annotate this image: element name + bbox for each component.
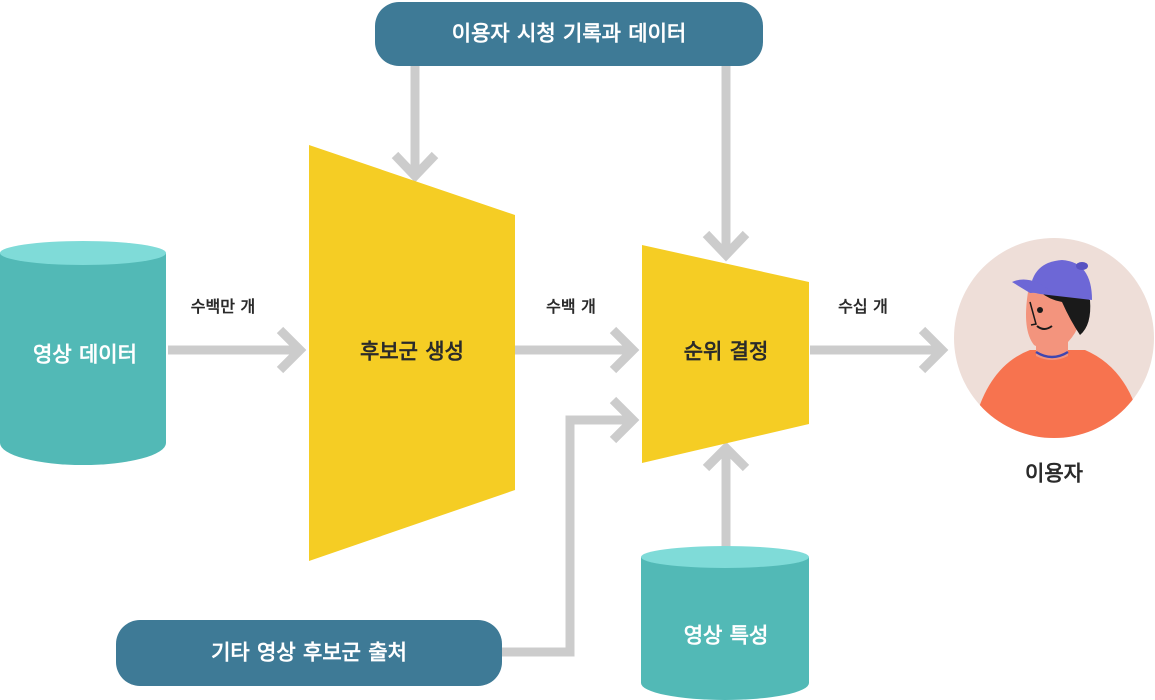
ranking-label: 순위 결정 — [683, 339, 769, 364]
arrow-candidates-to-ranking — [515, 326, 640, 374]
arrow-other-sources-to-ranking — [502, 396, 640, 657]
video-data-cylinder — [0, 241, 166, 465]
arrow-history-to-ranking — [702, 66, 750, 262]
user-history-label: 이용자 시청 기록과 데이터 — [451, 21, 687, 46]
video-features-label: 영상 특성 — [683, 623, 769, 648]
user-label: 이용자 — [1025, 461, 1083, 486]
arrow-features-to-ranking — [702, 441, 750, 548]
candidate-generation-label: 후보군 생성 — [360, 339, 464, 364]
arrow-ranking-to-user — [810, 326, 949, 374]
count-tens-label: 수십 개 — [838, 297, 888, 316]
count-millions-label: 수백만 개 — [190, 297, 256, 316]
other-sources-box — [116, 620, 502, 686]
user-history-box — [375, 2, 763, 66]
video-features-cylinder — [641, 546, 809, 700]
video-data-label: 영상 데이터 — [33, 342, 137, 367]
count-hundreds-label: 수백 개 — [546, 297, 596, 316]
candidate-generation-funnel — [309, 145, 515, 561]
other-sources-label: 기타 영상 후보군 출처 — [211, 640, 407, 665]
ranking-funnel — [642, 245, 809, 463]
arrow-history-to-candidates — [391, 66, 439, 183]
user-avatar-icon — [954, 238, 1154, 438]
arrow-video-data-to-candidates — [168, 326, 307, 374]
